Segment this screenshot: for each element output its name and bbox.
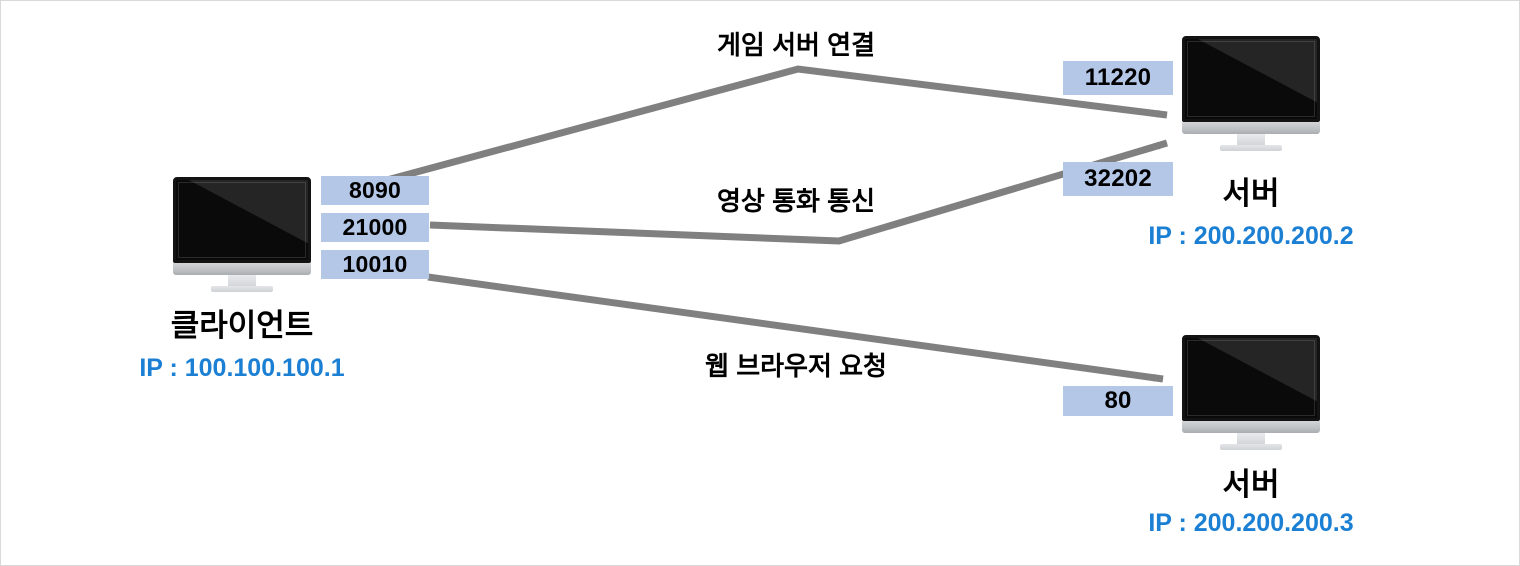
connection-line-video-call [429,139,1169,245]
client-port-10010: 10010 [321,250,429,279]
screen-gloss [1185,39,1317,119]
client-monitor-neck [228,274,256,286]
server-bottom-ip: IP : 200.200.200.3 [1148,509,1354,537]
server-top-monitor [1182,36,1320,151]
server-top-port-32202: 32202 [1063,162,1173,196]
server-bottom-monitor-foot [1220,443,1282,450]
server-top-port-11220: 11220 [1063,61,1173,95]
connection-line-game-server [386,65,1168,184]
server-top-port-11220-label: 11220 [1084,64,1152,91]
client-port-21000-label: 21000 [342,214,408,240]
connection-label-game-server: 게임 서버 연결 [717,30,875,60]
server-bottom-name: 서버 [1222,467,1280,502]
server-bottom-port-80-label: 80 [1104,387,1132,414]
client-monitor-foot [211,285,273,292]
server-bottom-monitor-neck [1237,432,1265,444]
client-port-8090-label: 8090 [349,177,401,203]
server-top-ip: IP : 200.200.200.2 [1148,222,1354,250]
client-port-21000: 21000 [321,213,429,242]
server-top-monitor-screen [1182,36,1320,122]
client-ip: IP : 100.100.100.1 [139,354,345,382]
client-port-8090: 8090 [321,176,429,205]
connection-label-video-call: 영상 통화 통신 [717,186,875,216]
server-top-monitor-chin [1182,121,1320,134]
server-top-monitor-neck [1237,133,1265,145]
screen-gloss [1185,338,1317,418]
server-bottom-monitor [1182,335,1320,450]
screen-gloss [176,180,308,260]
client-name: 클라이언트 [170,308,314,343]
server-top-monitor-foot [1220,144,1282,151]
client-monitor-chin [173,262,311,275]
server-bottom-monitor-screen [1182,335,1320,421]
connection-label-web-browser: 웹 브라우저 요청 [705,351,887,381]
client-monitor-screen [173,177,311,263]
server-bottom-port-80: 80 [1063,386,1173,416]
connection-line-web-browser [427,273,1164,383]
server-top-port-32202-label: 32202 [1084,165,1152,192]
client-port-10010-label: 10010 [342,251,408,277]
client-monitor [173,177,311,292]
server-bottom-monitor-chin [1182,420,1320,433]
server-top-name: 서버 [1222,176,1280,211]
